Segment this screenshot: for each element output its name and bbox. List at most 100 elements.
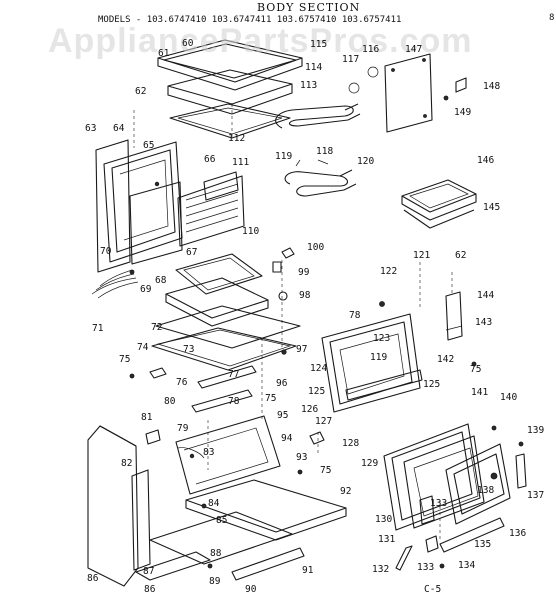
part-label-78: 78	[349, 310, 361, 321]
part-label-136: 136	[509, 528, 526, 539]
part-label-111: 111	[232, 157, 249, 168]
oven-door	[383, 423, 527, 571]
lower-body	[87, 415, 347, 587]
part-label-82: 82	[121, 458, 132, 469]
part-label-99: 99	[298, 267, 310, 278]
part-label-120: 120	[357, 156, 374, 167]
part-label-75: 75	[320, 465, 331, 476]
part-label-96: 96	[276, 378, 288, 389]
part-label-143: 143	[475, 317, 492, 328]
part-label-115: 115	[310, 39, 327, 50]
part-label-119: 119	[275, 151, 292, 162]
part-label-62: 62	[455, 250, 466, 261]
part-label-131: 131	[378, 534, 395, 545]
part-label-75: 75	[265, 393, 276, 404]
part-label-147: 147	[405, 44, 422, 55]
part-label-81: 81	[141, 412, 153, 423]
broil-element	[284, 159, 357, 197]
part-label-142: 142	[437, 354, 454, 365]
part-label-77: 77	[228, 369, 239, 380]
broiler-pan-assembly	[157, 39, 303, 139]
part-label-148: 148	[483, 81, 500, 92]
valve-parts	[272, 247, 295, 355]
part-label-113: 113	[300, 80, 317, 91]
part-label-127: 127	[315, 416, 332, 427]
part-label-133: 133	[430, 498, 447, 509]
part-label-88: 88	[210, 548, 222, 559]
part-label-118: 118	[316, 146, 333, 157]
part-label-128: 128	[342, 438, 359, 449]
part-label-125: 125	[423, 379, 440, 390]
part-label-144: 144	[477, 290, 494, 301]
part-label-89: 89	[209, 576, 221, 587]
part-label-124: 124	[310, 363, 327, 374]
part-label-86: 86	[144, 584, 156, 595]
oven-door-inner	[321, 291, 477, 413]
wiring-harness	[91, 269, 139, 299]
part-label-69: 69	[140, 284, 152, 295]
part-label-122: 122	[380, 266, 397, 277]
part-label-64: 64	[113, 123, 125, 134]
part-label-73: 73	[183, 344, 194, 355]
part-label-135: 135	[474, 539, 491, 550]
section-title: BODY SECTION	[257, 1, 360, 14]
part-label-119: 119	[370, 352, 387, 363]
part-label-75: 75	[470, 364, 481, 375]
part-label-123: 123	[373, 333, 390, 344]
part-label-61: 61	[158, 48, 170, 59]
part-label-139: 139	[527, 425, 544, 436]
part-label-121: 121	[413, 250, 430, 261]
part-label-98: 98	[299, 290, 311, 301]
part-label-87: 87	[143, 566, 154, 577]
part-label-125: 125	[308, 386, 325, 397]
back-panel	[384, 53, 467, 133]
part-label-93: 93	[296, 452, 307, 463]
part-label-133: 133	[417, 562, 434, 573]
part-label-85: 85	[216, 515, 227, 526]
part-label-63: 63	[85, 123, 96, 134]
part-label-95: 95	[277, 410, 288, 421]
storage-drawer-top	[151, 253, 301, 371]
part-label-134: 134	[458, 560, 475, 571]
part-label-67: 67	[186, 247, 197, 258]
part-label-97: 97	[296, 344, 307, 355]
part-label-75: 75	[119, 354, 130, 365]
part-label-79: 79	[177, 423, 189, 434]
part-label-94: 94	[281, 433, 293, 444]
part-label-114: 114	[305, 62, 322, 73]
part-label-62: 62	[135, 86, 146, 97]
part-label-72: 72	[151, 322, 162, 333]
part-label-126: 126	[301, 404, 318, 415]
part-label-86: 86	[87, 573, 99, 584]
part-label-132: 132	[372, 564, 389, 575]
part-label-146: 146	[477, 155, 494, 166]
part-label-66: 66	[204, 154, 216, 165]
part-label-130: 130	[375, 514, 392, 525]
part-label-138: 138	[477, 485, 494, 496]
watermark: AppliancePartsPros.com	[48, 22, 472, 60]
part-label-65: 65	[143, 140, 154, 151]
part-label-91: 91	[302, 565, 314, 576]
part-label-80: 80	[164, 396, 176, 407]
models-line: MODELS - 103.6747410 103.6747411 103.675…	[98, 15, 401, 25]
part-label-78: 78	[228, 396, 240, 407]
part-label-116: 116	[362, 44, 379, 55]
part-label-137: 137	[527, 490, 544, 501]
bake-element	[275, 66, 379, 129]
part-label-140: 140	[500, 392, 517, 403]
part-label-71: 71	[92, 323, 104, 334]
part-label-84: 84	[208, 498, 220, 509]
part-label-149: 149	[454, 107, 471, 118]
broiler-pan	[401, 179, 477, 229]
part-label-129: 129	[361, 458, 378, 469]
part-label-83: 83	[203, 447, 214, 458]
part-label-112: 112	[228, 133, 245, 144]
hardware	[129, 365, 325, 445]
part-label-100: 100	[307, 242, 324, 253]
part-label-145: 145	[483, 202, 500, 213]
part-label-60: 60	[182, 38, 194, 49]
dashed-guides	[133, 104, 453, 540]
part-label-117: 117	[342, 54, 359, 65]
